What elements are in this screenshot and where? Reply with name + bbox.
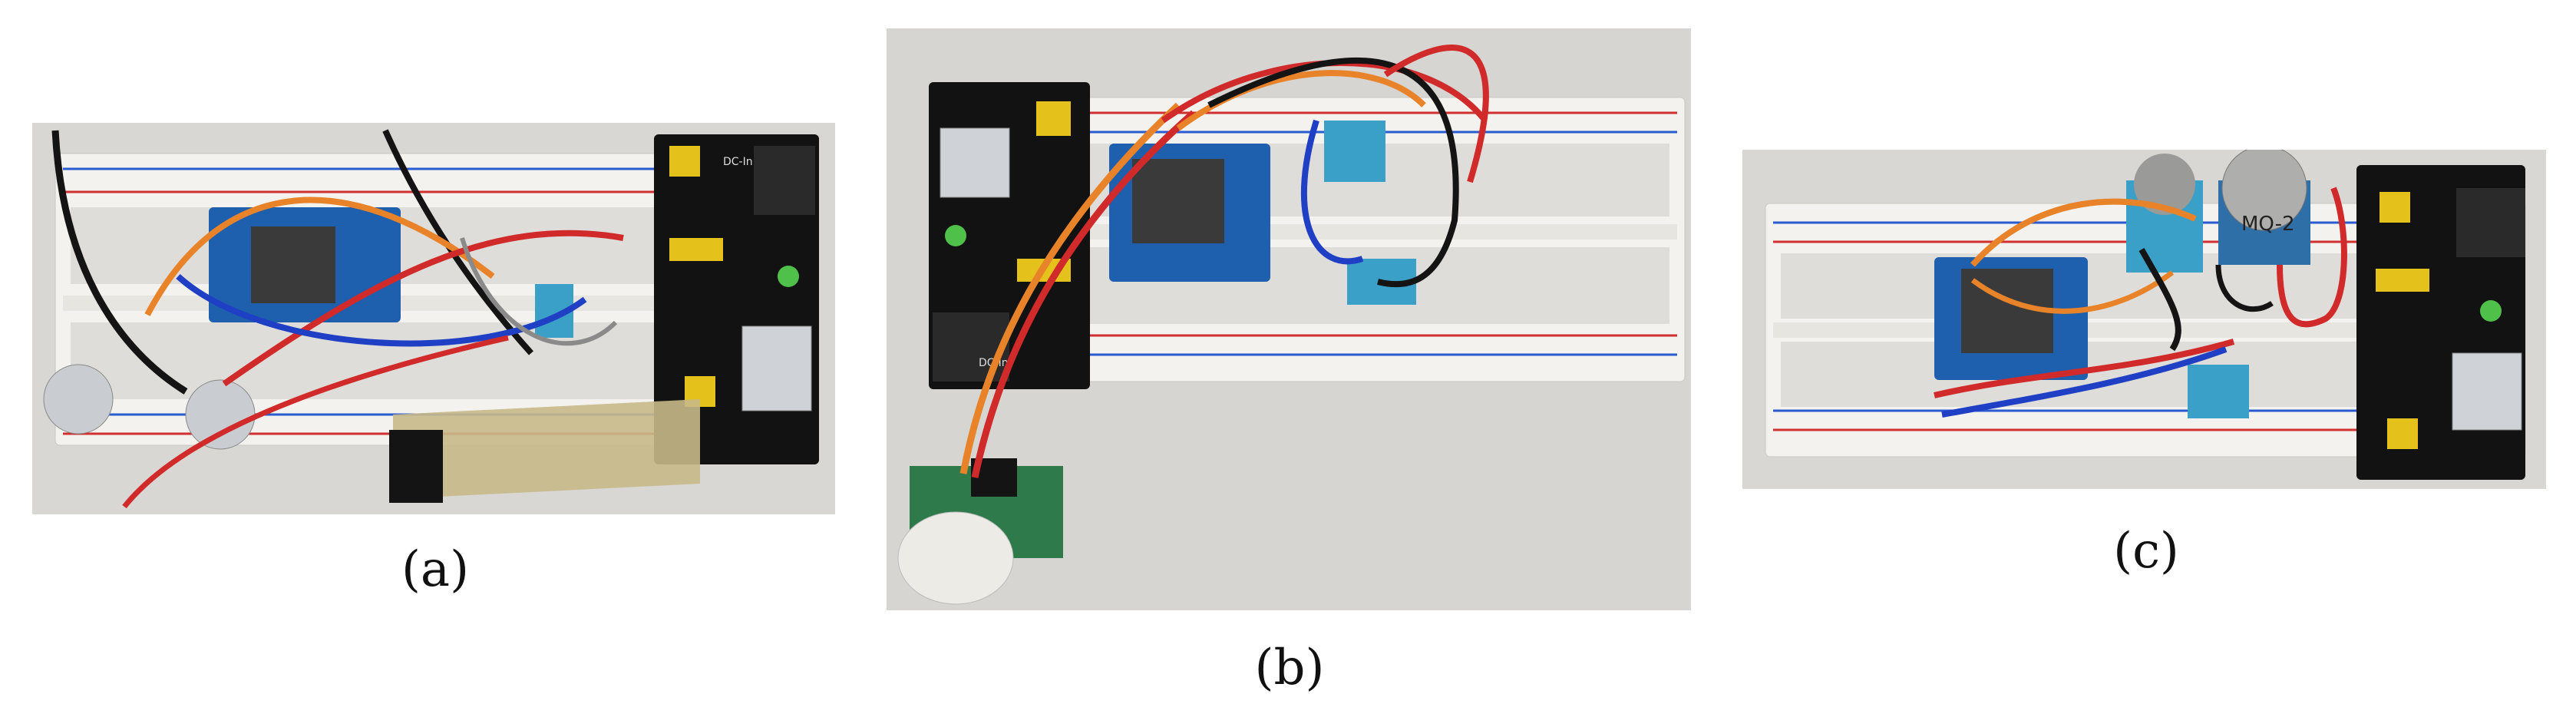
photo-panel-c: MQ-2 (1742, 150, 2546, 489)
photo-panel-a: DC-In (32, 123, 835, 514)
caption-c: (c) (2113, 523, 2179, 580)
power-jack-label-a: DC-In (723, 156, 753, 168)
mq2-label: MQ-2 (2241, 213, 2295, 236)
caption-a: (a) (401, 541, 470, 598)
caption-b: (b) (1254, 639, 1325, 696)
photo-panel-b: DC-In (887, 28, 1691, 610)
